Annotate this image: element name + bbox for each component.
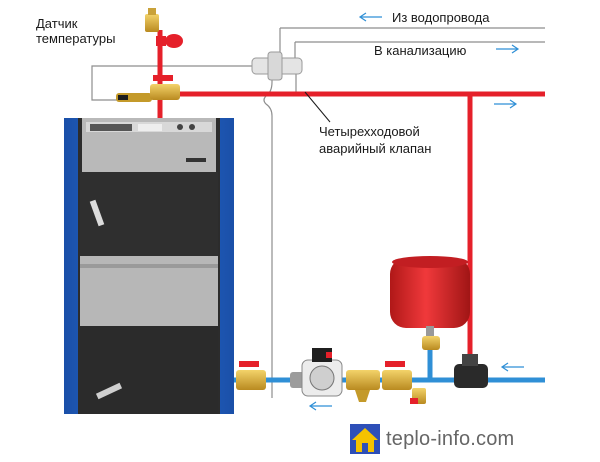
- strainer-filter: [346, 370, 380, 402]
- drain-valve: [410, 388, 426, 404]
- arrow-supply-out: [494, 99, 518, 109]
- brand-text: teplo-info.com: [386, 427, 515, 450]
- cold-water-lines: [91, 27, 545, 398]
- brand-watermark: teplo-info.com: [350, 424, 514, 454]
- valve-label-line1: Четырехходовой: [319, 124, 420, 139]
- arrow-pump-out: [308, 401, 332, 411]
- tank-ball-valve: [422, 336, 440, 350]
- circulation-pump: [301, 348, 343, 397]
- arrow-water-in: [358, 12, 382, 22]
- arrow-drain-out: [496, 44, 520, 54]
- expansion-tank: [390, 256, 470, 336]
- sewer-label: В канализацию: [374, 43, 467, 58]
- valve-label-line2: аварийный клапан: [319, 141, 432, 156]
- temp-sensor-label-line2: температуры: [36, 31, 116, 46]
- return-ball-valve: [382, 361, 412, 390]
- temperature-sensor: [116, 93, 152, 102]
- boiler-return-valve: [236, 361, 266, 390]
- safety-valve: [145, 8, 183, 48]
- house-logo-icon: [350, 424, 380, 454]
- valve-pointer: [304, 91, 331, 123]
- arrow-return-in: [500, 362, 524, 372]
- four-way-emergency-valve: [251, 51, 303, 81]
- solid-fuel-boiler: [64, 118, 234, 414]
- three-way-mixing-valve: [454, 354, 488, 388]
- temp-sensor-label-line1: Датчик: [36, 16, 78, 31]
- top-ball-valve: [150, 75, 180, 100]
- flow-arrows: [308, 12, 524, 411]
- water-supply-label: Из водопровода: [392, 10, 490, 25]
